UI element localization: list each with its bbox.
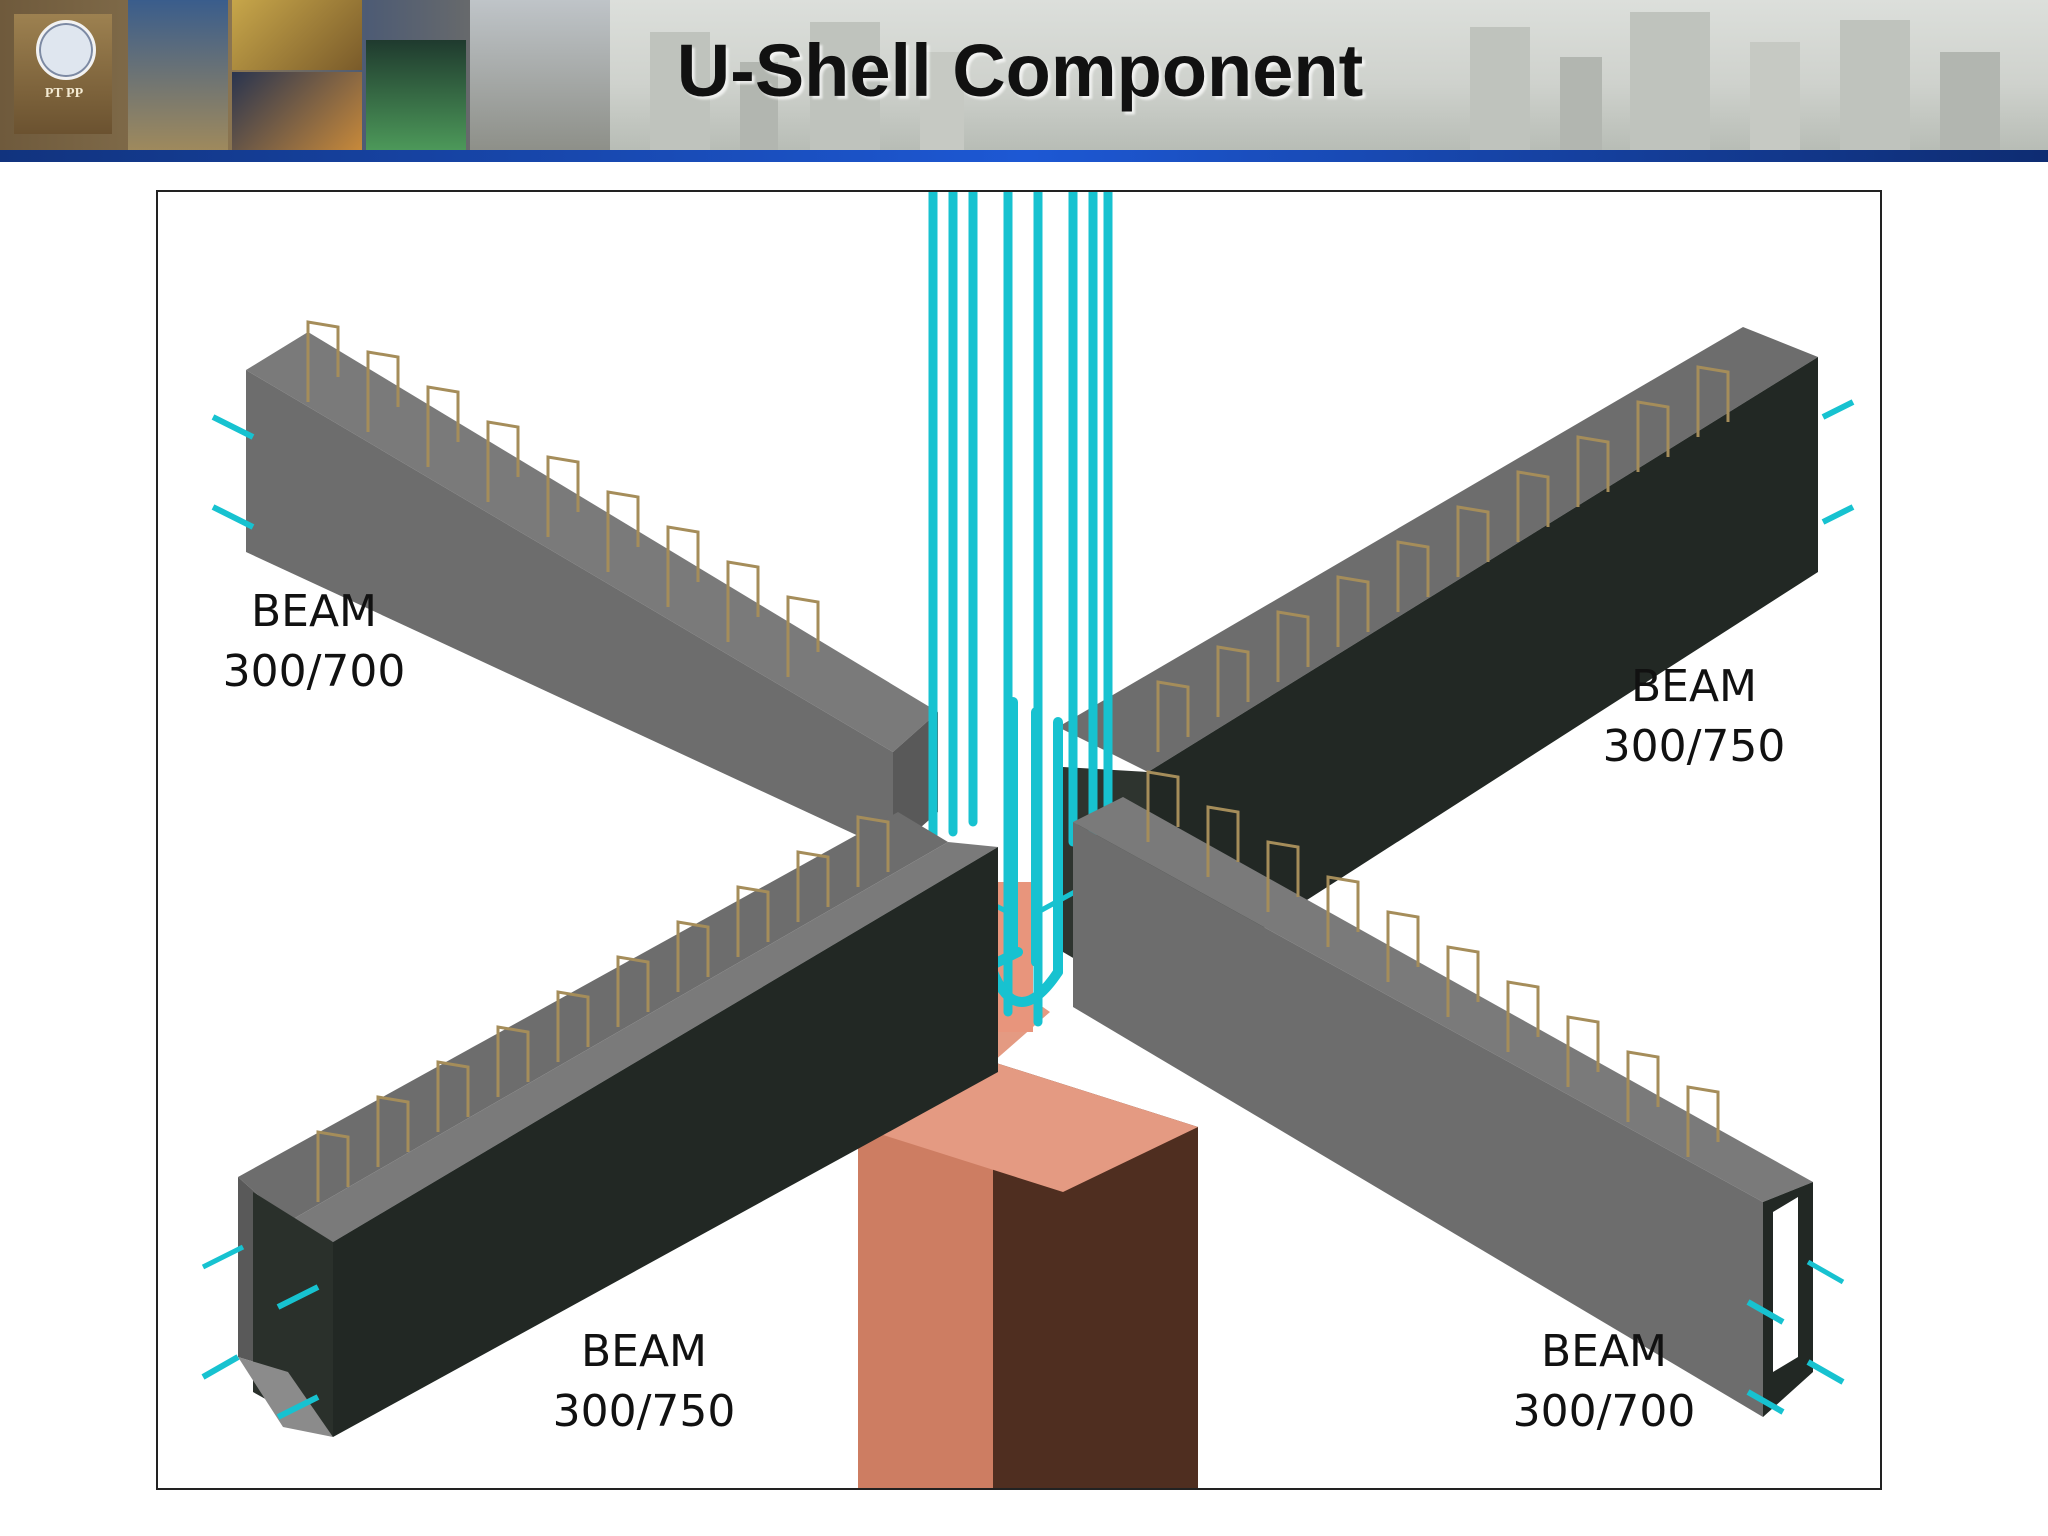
beam-label-bottom-right: BEAM 300/700 — [1474, 1322, 1734, 1442]
isometric-u-shell-drawing — [201, 192, 1855, 1488]
beam-label-top-left: BEAM 300/700 — [184, 582, 444, 702]
beam-column-diagram: BEAM 300/700 BEAM 300/750 BEAM 300/750 B… — [156, 190, 1882, 1490]
beam-type: BEAM — [1630, 661, 1758, 712]
header-divider-bar — [0, 150, 2048, 162]
page-title: U-Shell Component — [676, 29, 1364, 112]
beam-size: 300/700 — [222, 646, 406, 697]
slide-header: PT PP U-Shell Component — [0, 0, 2048, 152]
pp-logo-icon — [36, 20, 96, 80]
beam-type: BEAM — [580, 1326, 708, 1377]
beam-label-bottom-left: BEAM 300/750 — [514, 1322, 774, 1442]
header-photo-collage: PT PP — [0, 0, 610, 152]
header-skyline-image — [610, 0, 2048, 152]
logo-text: PT PP — [44, 86, 84, 101]
beam-bottom-left-shape — [201, 812, 998, 1437]
beam-size: 300/750 — [552, 1386, 736, 1437]
beam-type: BEAM — [250, 586, 378, 637]
beam-size: 300/750 — [1602, 721, 1786, 772]
company-logo: PT PP — [14, 14, 112, 134]
beam-size: 300/700 — [1512, 1386, 1696, 1437]
beam-type: BEAM — [1540, 1326, 1668, 1377]
beam-bottom-right-shape — [1073, 770, 1845, 1417]
beam-label-top-right: BEAM 300/750 — [1564, 657, 1824, 777]
